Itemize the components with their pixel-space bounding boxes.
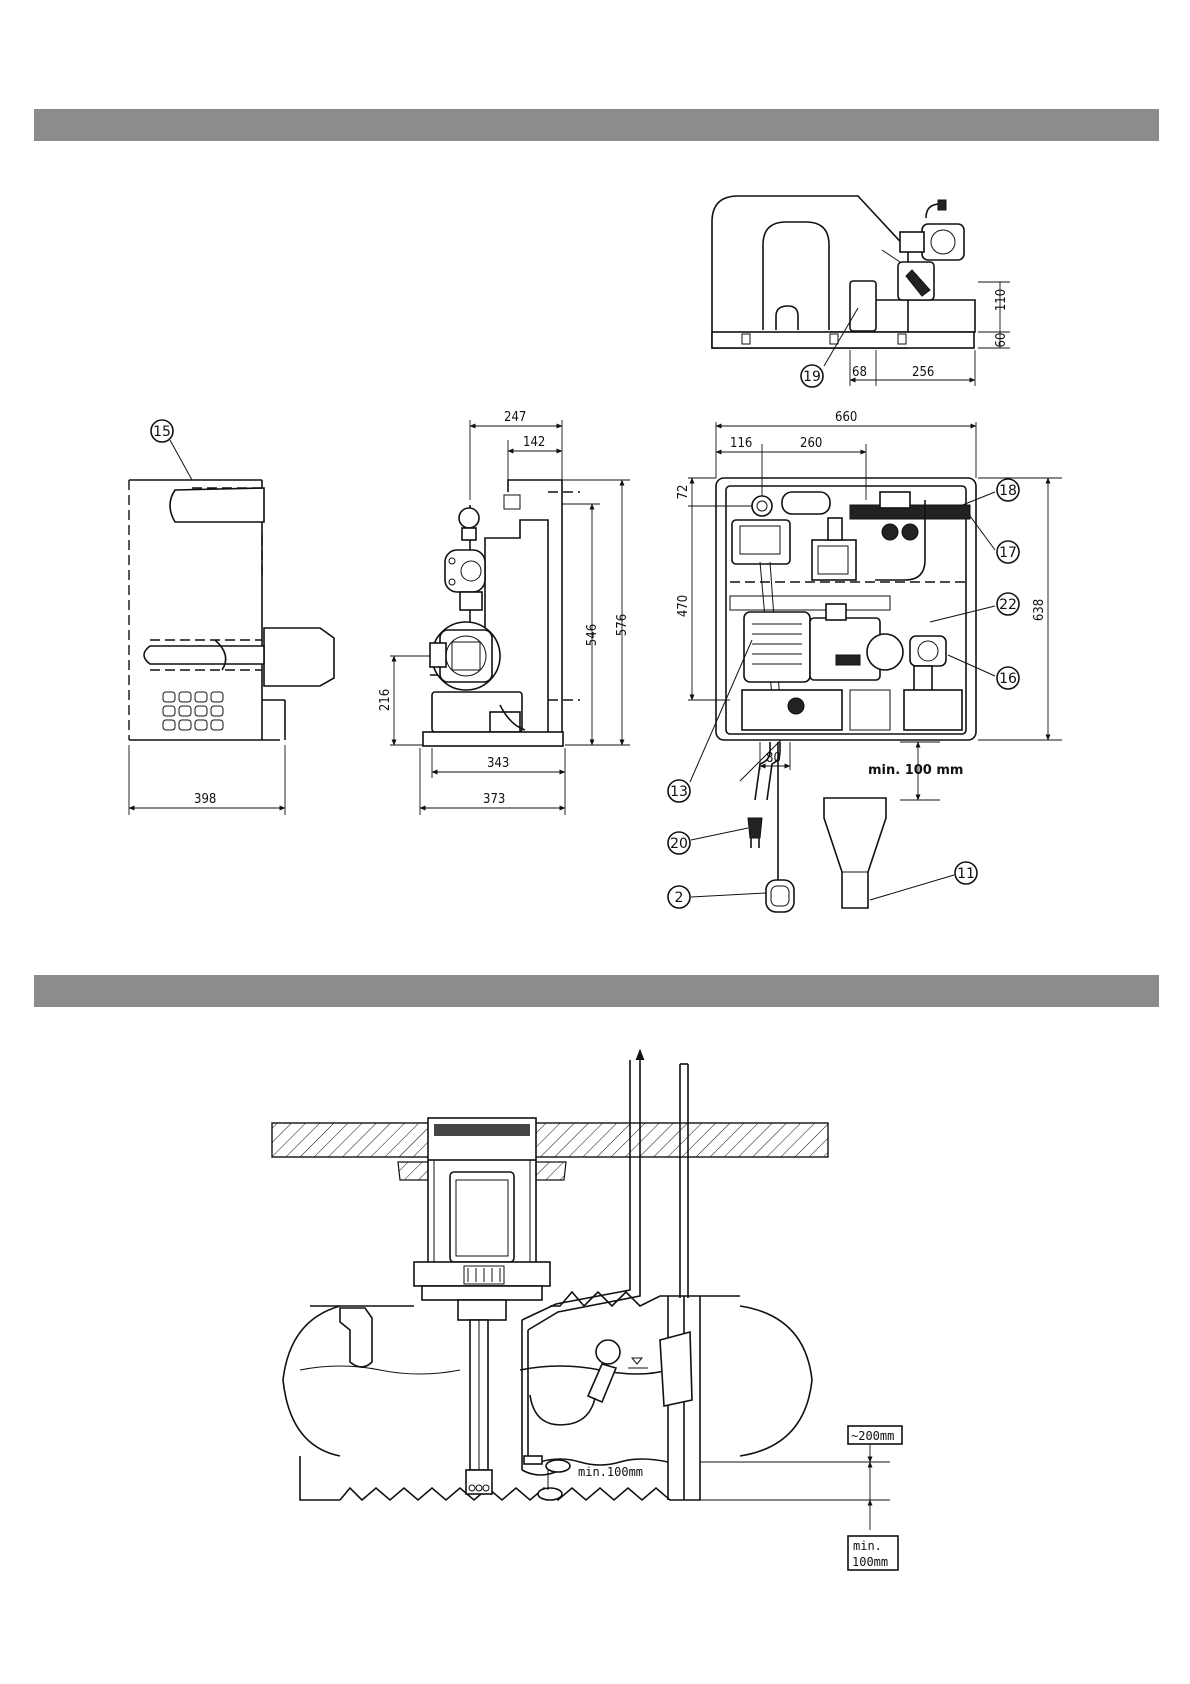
- dim-72: 72: [676, 485, 691, 500]
- dim-576: 576: [615, 614, 630, 636]
- dim-68: 68: [852, 365, 867, 380]
- callout-17: 17: [999, 545, 1017, 561]
- dim-398: 398: [194, 792, 216, 807]
- dim-260: 260: [800, 436, 822, 451]
- dim-247: 247: [504, 410, 526, 425]
- dim-373: 373: [483, 792, 505, 807]
- dim-546: 546: [585, 624, 600, 646]
- installation-diagram: min.100mm ~200mm min. 100mm: [272, 1050, 902, 1570]
- dim-60: 60: [994, 333, 1009, 348]
- dim-216: 216: [378, 689, 393, 711]
- label-min-100mm-inner: min.100mm: [578, 1465, 643, 1479]
- dim-638: 638: [1032, 599, 1047, 621]
- dim-660: 660: [835, 410, 857, 425]
- dim-110: 110: [994, 289, 1009, 311]
- callout-20: 20: [670, 836, 688, 852]
- front-view-middle: 247 142 546 576 216 343 373: [378, 410, 630, 815]
- dim-343: 343: [487, 756, 509, 771]
- callout-13: 13: [670, 784, 688, 800]
- front-view-right: 660 116 260 72 470 638 80 min. 100 mm 13: [668, 410, 1062, 912]
- callout-11: 11: [957, 866, 975, 882]
- dim-116: 116: [730, 436, 752, 451]
- button-grid: [163, 692, 223, 730]
- side-view-left: 398 15: [129, 420, 334, 815]
- dim-256: 256: [912, 365, 934, 380]
- label-100mm: 100mm: [852, 1555, 888, 1569]
- callout-19: 19: [803, 369, 821, 385]
- callout-18: 18: [999, 483, 1017, 499]
- callout-16: 16: [999, 671, 1017, 687]
- callout-2: 2: [675, 890, 684, 906]
- label-approx-200mm: ~200mm: [851, 1429, 894, 1443]
- callout-22: 22: [999, 597, 1017, 613]
- dim-470: 470: [676, 595, 691, 617]
- label-min: min.: [853, 1539, 882, 1553]
- dim-142: 142: [523, 435, 545, 450]
- dim-min-100mm: min. 100 mm: [868, 763, 963, 778]
- callout-15: 15: [153, 424, 171, 440]
- top-view: 110 60 68 256 19: [712, 196, 1010, 387]
